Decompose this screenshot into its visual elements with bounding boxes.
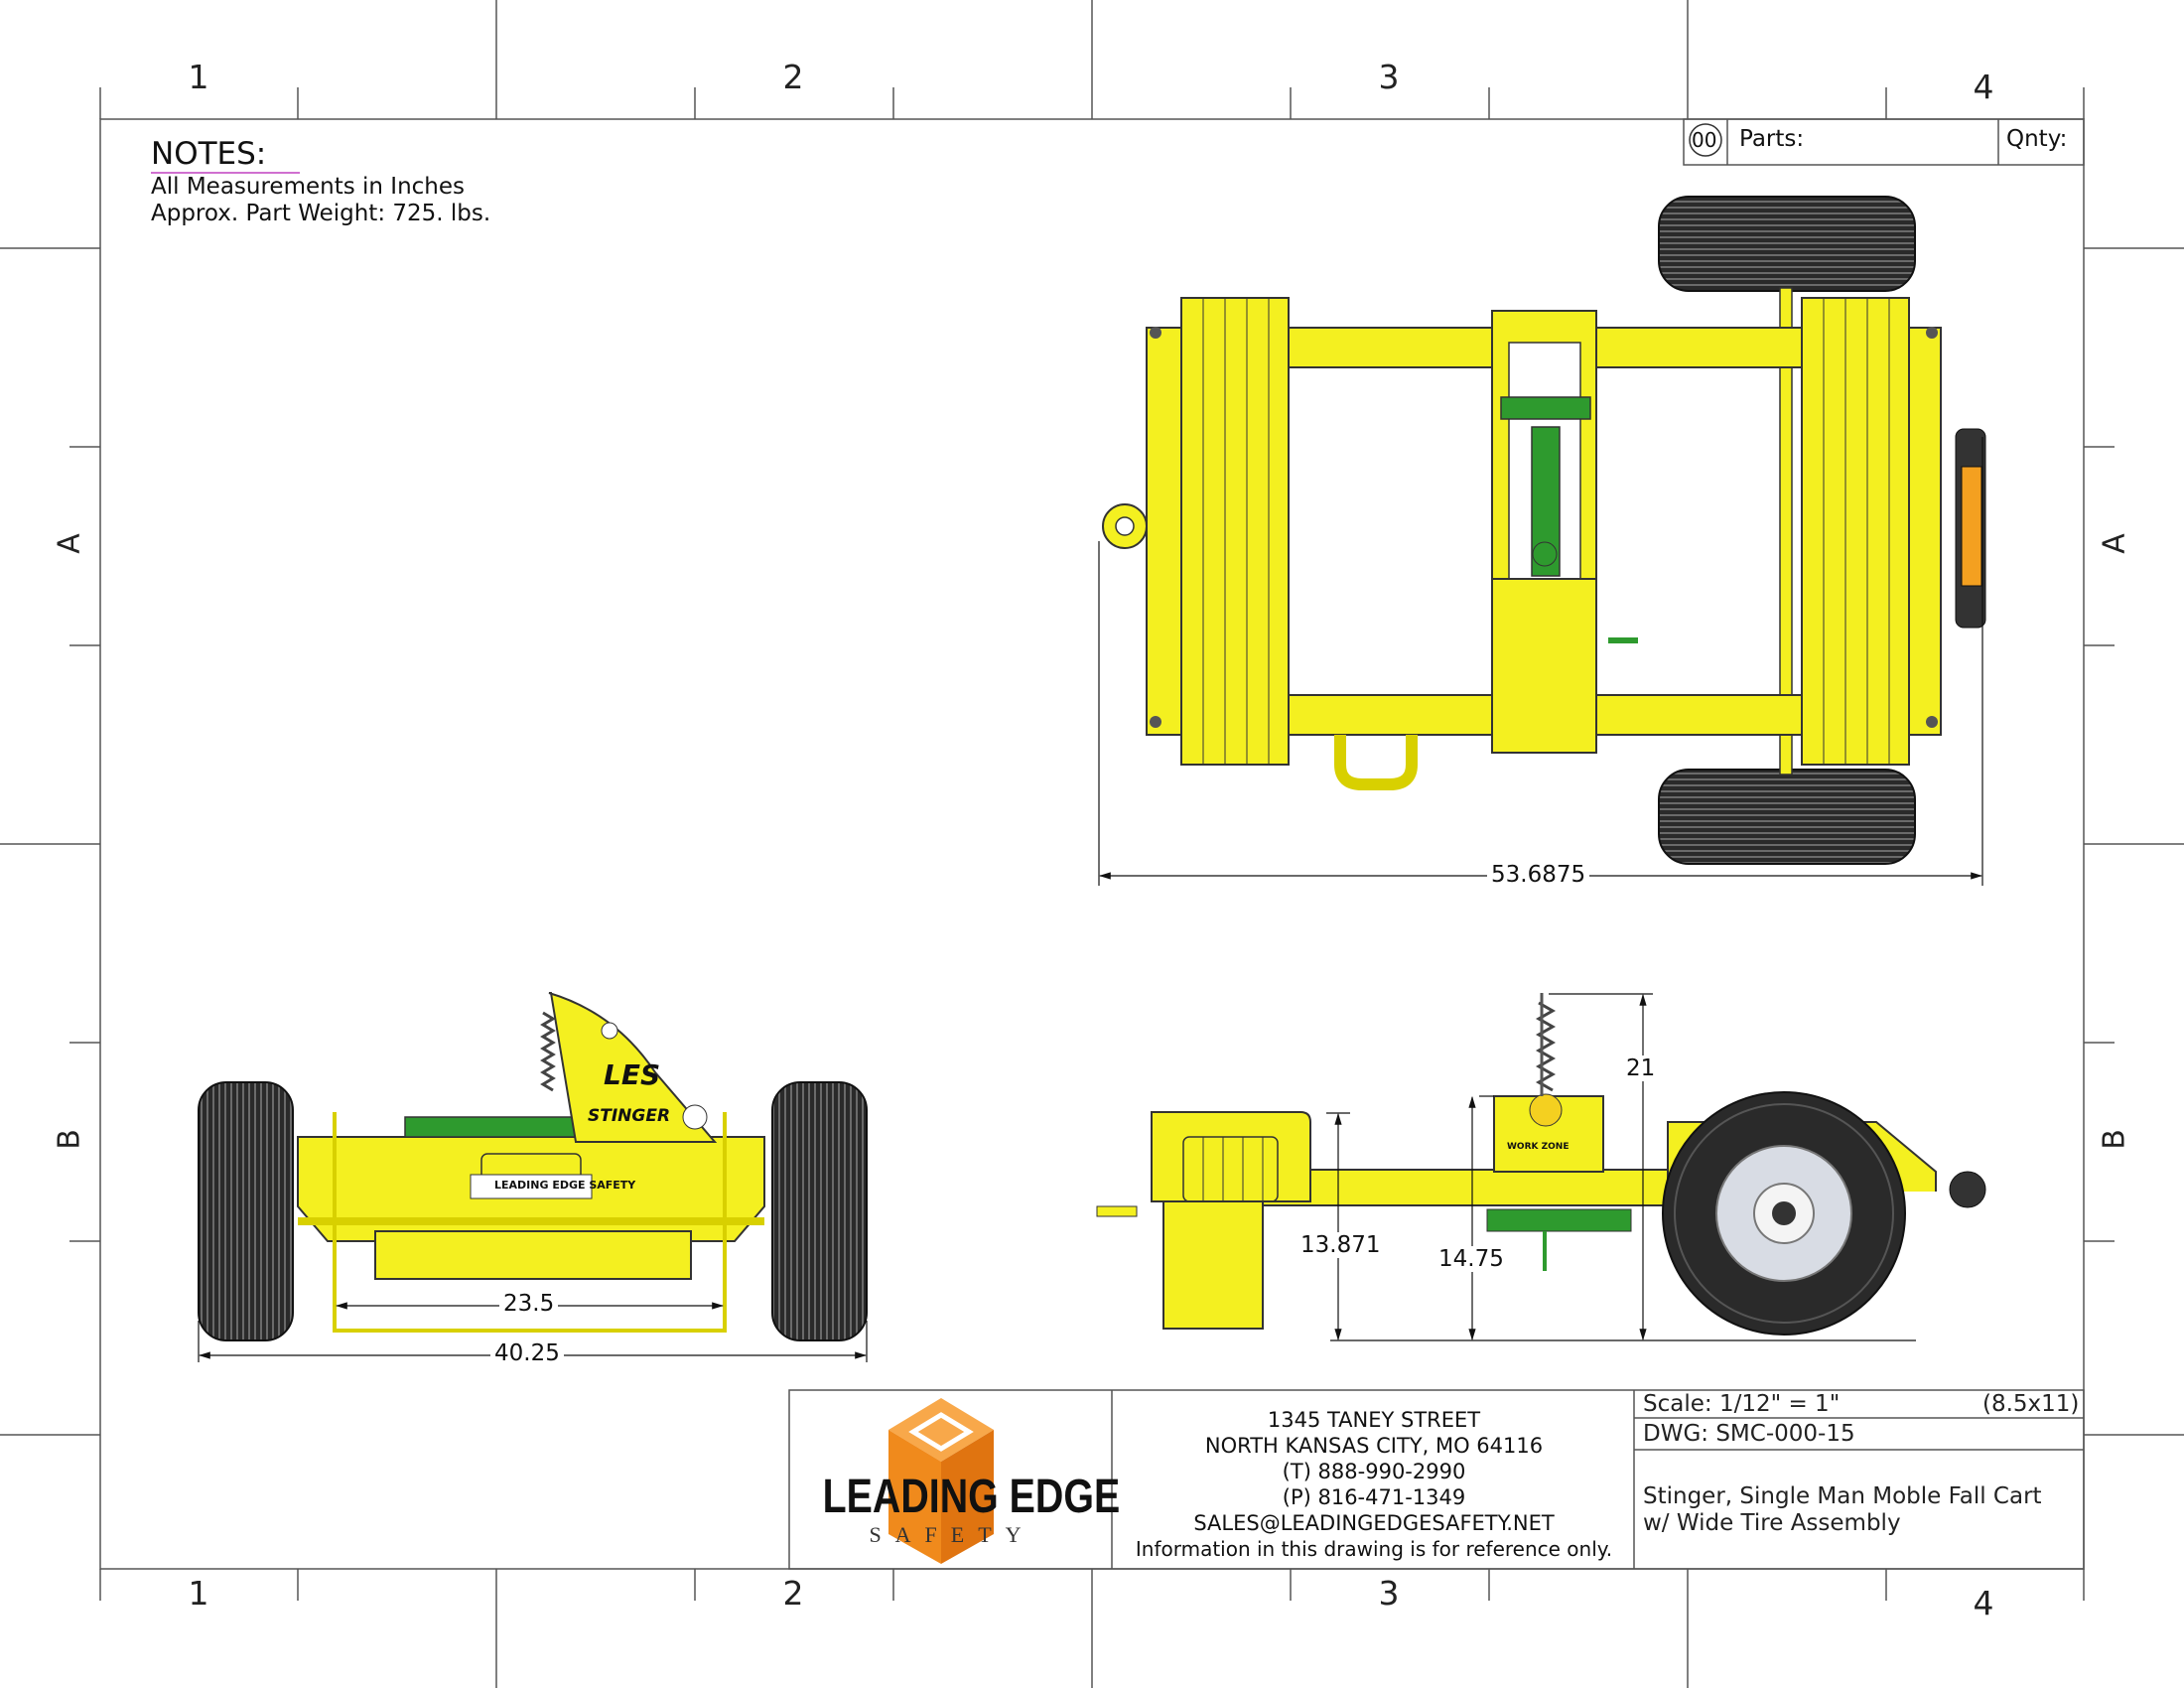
zone-col-3-bottom: 3 (1378, 1574, 1400, 1613)
sheet-size-label: (8.5x11) (1982, 1391, 2080, 1417)
scale-label: Scale: 1/12" = 1" (1643, 1391, 1841, 1417)
parts-label: Parts: (1739, 126, 1805, 152)
parts-header-box (1683, 118, 2085, 166)
phone-local: (P) 816-471-1349 (1282, 1485, 1466, 1509)
dim-value-front-overall: 40.25 (490, 1340, 564, 1366)
top-view (1102, 196, 1986, 865)
notes-line-weight: Approx. Part Weight: 725. lbs. (151, 201, 491, 226)
dim-value-side-2: 14.75 (1434, 1246, 1508, 1272)
zone-col-4-top: 4 (1973, 68, 1994, 106)
zone-row-a-right: A (2097, 533, 2132, 554)
dim-value-front-inner: 23.5 (499, 1291, 559, 1317)
notes-line-measurements: All Measurements in Inches (151, 174, 466, 200)
zone-col-1-bottom: 1 (188, 1574, 209, 1613)
front-view (198, 992, 868, 1341)
address-line-2: NORTH KANSAS CITY, MO 64116 (1204, 1434, 1544, 1458)
front-plate (470, 1174, 593, 1199)
dim-value-side-total: 21 (1622, 1055, 1660, 1081)
logo-wordmark: LEADING EDGE (822, 1471, 1121, 1523)
dim-value-top-length: 53.6875 (1487, 862, 1590, 888)
dim-side-heights (1326, 993, 1916, 1341)
cart-brand-label: LES (604, 1058, 661, 1091)
zone-col-4-bottom: 4 (1973, 1584, 1994, 1622)
top-wheel-upper (1658, 196, 1916, 292)
title-block (788, 1389, 2085, 1570)
dim-value-side-1: 13.871 (1297, 1232, 1385, 1258)
address-line-1: 1345 TANEY STREET (1267, 1408, 1481, 1432)
front-tire-right (771, 1081, 868, 1341)
cart-model-label: STINGER (588, 1106, 671, 1126)
side-view (1096, 993, 1986, 1336)
cart-work-zone-label: WORK ZONE (1507, 1142, 1570, 1152)
top-wheel-lower (1658, 769, 1916, 865)
qty-label: Qnty: (2006, 126, 2068, 152)
description-line-2: w/ Wide Tire Assembly (1643, 1510, 1901, 1536)
description-line-1: Stinger, Single Man Moble Fall Cart (1643, 1483, 2042, 1509)
parts-balloon (1689, 123, 1722, 157)
zone-col-3-top: 3 (1378, 58, 1400, 96)
notes-title: NOTES: (151, 136, 267, 172)
zone-col-1-top: 1 (188, 58, 209, 96)
parts-balloon-label: 00 (1692, 128, 1717, 152)
leading-edge-logo-cube (888, 1398, 994, 1564)
logo-subword: SAFETY (869, 1522, 1035, 1547)
front-tire-left (198, 1081, 294, 1341)
cart-plate-label: LEADING EDGE SAFETY (494, 1179, 636, 1192)
drawing-number: DWG: SMC-000-15 (1643, 1421, 1855, 1447)
phone-toll-free: (T) 888-990-2990 (1282, 1460, 1466, 1483)
zone-row-b-left: B (52, 1129, 87, 1150)
sales-email: SALES@LEADINGEDGESAFETY.NET (1193, 1511, 1555, 1535)
zone-row-a-left: A (52, 533, 87, 554)
zone-row-b-right: B (2097, 1129, 2132, 1150)
zone-col-2-top: 2 (782, 58, 804, 96)
zone-col-2-bottom: 2 (782, 1574, 804, 1613)
reference-disclaimer: Information in this drawing is for refer… (1135, 1537, 1613, 1561)
